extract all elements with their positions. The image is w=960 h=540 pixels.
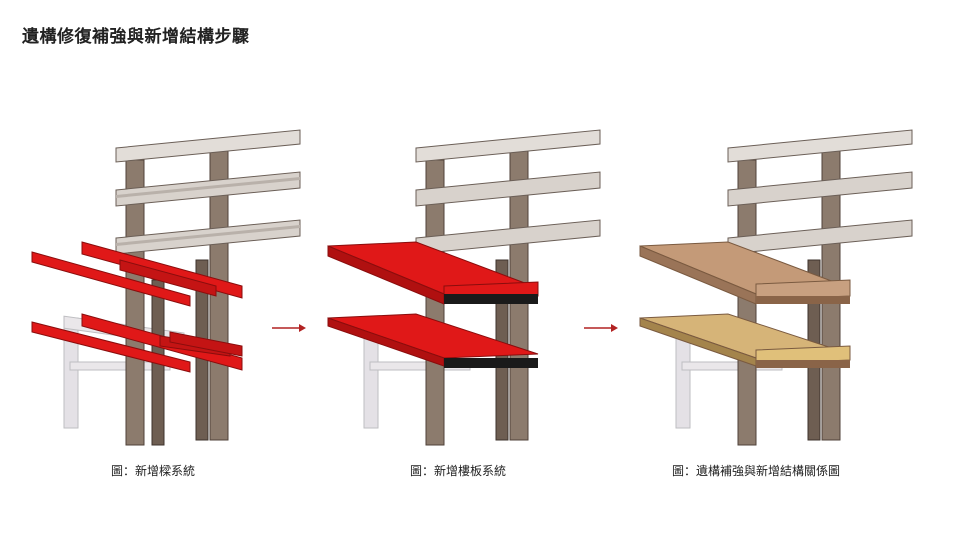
panel-beam-system (20, 100, 320, 460)
caption-combined-relationship: 圖：遺構補強與新增結構關係圖 (672, 464, 841, 478)
combined-relationship-diagram (639, 129, 913, 446)
ruin-bands (115, 129, 301, 255)
arrow-right-icon (584, 324, 618, 332)
beam-system-diagram (31, 129, 301, 446)
page-title: 遺構修復補強與新增結構步驟 (22, 27, 250, 47)
ruin-bands (415, 129, 601, 255)
new-steel-beams (31, 241, 243, 373)
caption-floor-slab-system: 圖：新增樓板系統 (410, 464, 507, 478)
new-floor-slabs (327, 241, 539, 368)
floor-slab-diagram (327, 129, 601, 446)
panel-combined-relationship (632, 100, 932, 460)
ruin-bands (727, 129, 913, 255)
timber-floors (639, 241, 851, 368)
arrow-right-icon (272, 324, 306, 332)
caption-beam-system: 圖：新增樑系統 (111, 464, 196, 478)
ghost-arch-frame (363, 317, 471, 429)
panel-floor-slab-system (320, 100, 620, 460)
